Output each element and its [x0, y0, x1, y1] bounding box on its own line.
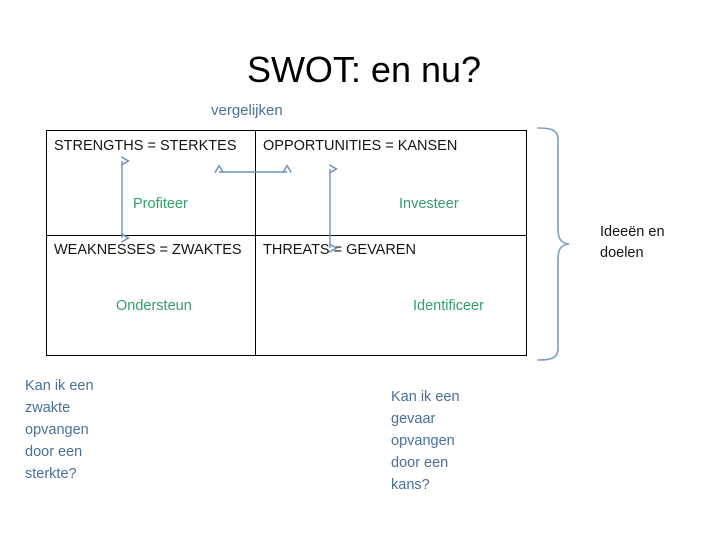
- brace-icon: [537, 127, 570, 361]
- question-weakness-strength: Kan ik een zwakte opvangen door een ster…: [25, 378, 94, 482]
- brace-caption: Ideeën en doelen: [600, 224, 665, 261]
- quadrant-label-opportunities: OPPORTUNITIES = KANSEN: [263, 138, 458, 154]
- quadrant-label-weaknesses: WEAKNESSES = ZWAKTES: [54, 242, 242, 258]
- quadrant-label-strengths: STRENGTHS = STERKTES: [54, 138, 237, 154]
- page-title: SWOT: en nu?: [246, 49, 482, 90]
- quadrant-action-weaknesses: Ondersteun: [116, 298, 192, 314]
- quadrant-action-strengths: Profiteer: [133, 196, 188, 212]
- compare-label: vergelijken: [211, 102, 283, 119]
- question-threat-opportunity: Kan ik een gevaar opvangen door een kans…: [391, 389, 460, 493]
- quadrant-action-opportunities: Investeer: [399, 196, 459, 212]
- matrix-vertical-divider: [255, 130, 256, 356]
- matrix-horizontal-divider: [46, 235, 527, 236]
- quadrant-label-threats: THREATS = GEVAREN: [263, 242, 416, 258]
- swot-matrix: [46, 130, 527, 356]
- quadrant-action-threats: Identificeer: [413, 298, 484, 314]
